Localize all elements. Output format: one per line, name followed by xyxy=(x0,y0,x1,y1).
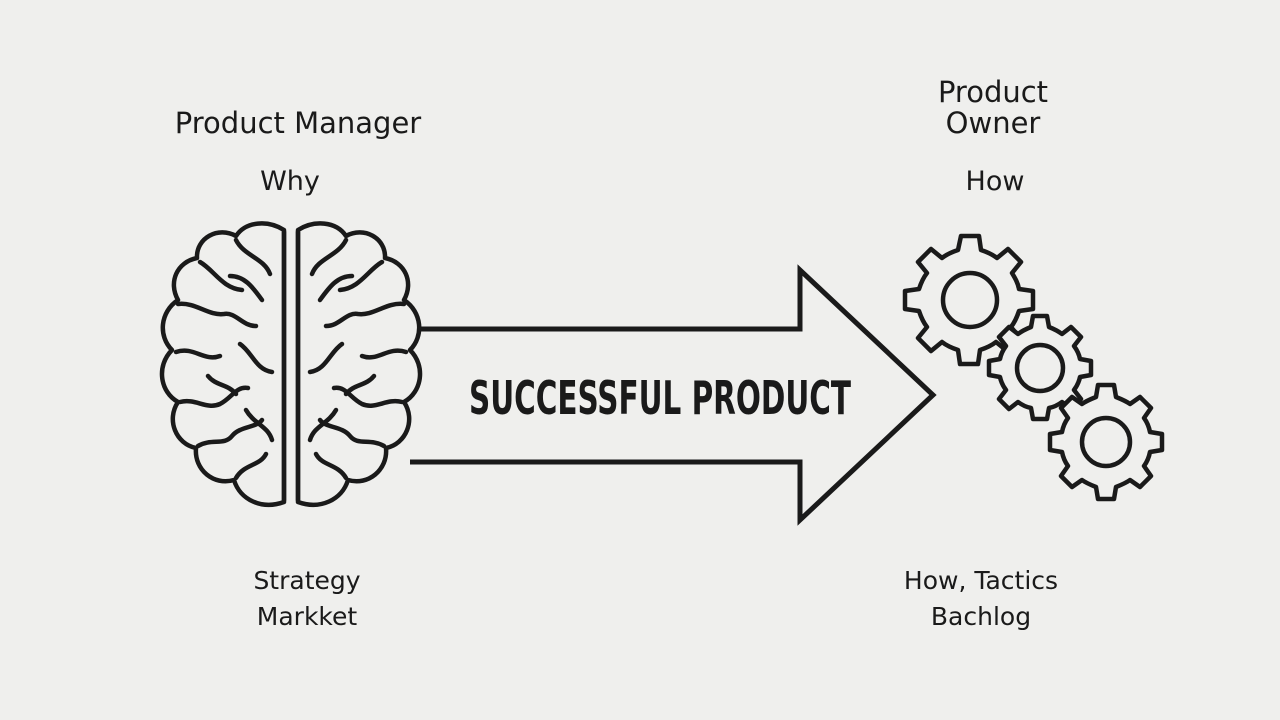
gears-icon xyxy=(905,236,1162,499)
gear-small-icon xyxy=(1050,385,1162,499)
brain-icon xyxy=(162,223,420,504)
arrow-label: SUCCESSFUL PRODUCT xyxy=(469,371,852,425)
right-arrow-icon: SUCCESSFUL PRODUCT xyxy=(410,270,933,520)
